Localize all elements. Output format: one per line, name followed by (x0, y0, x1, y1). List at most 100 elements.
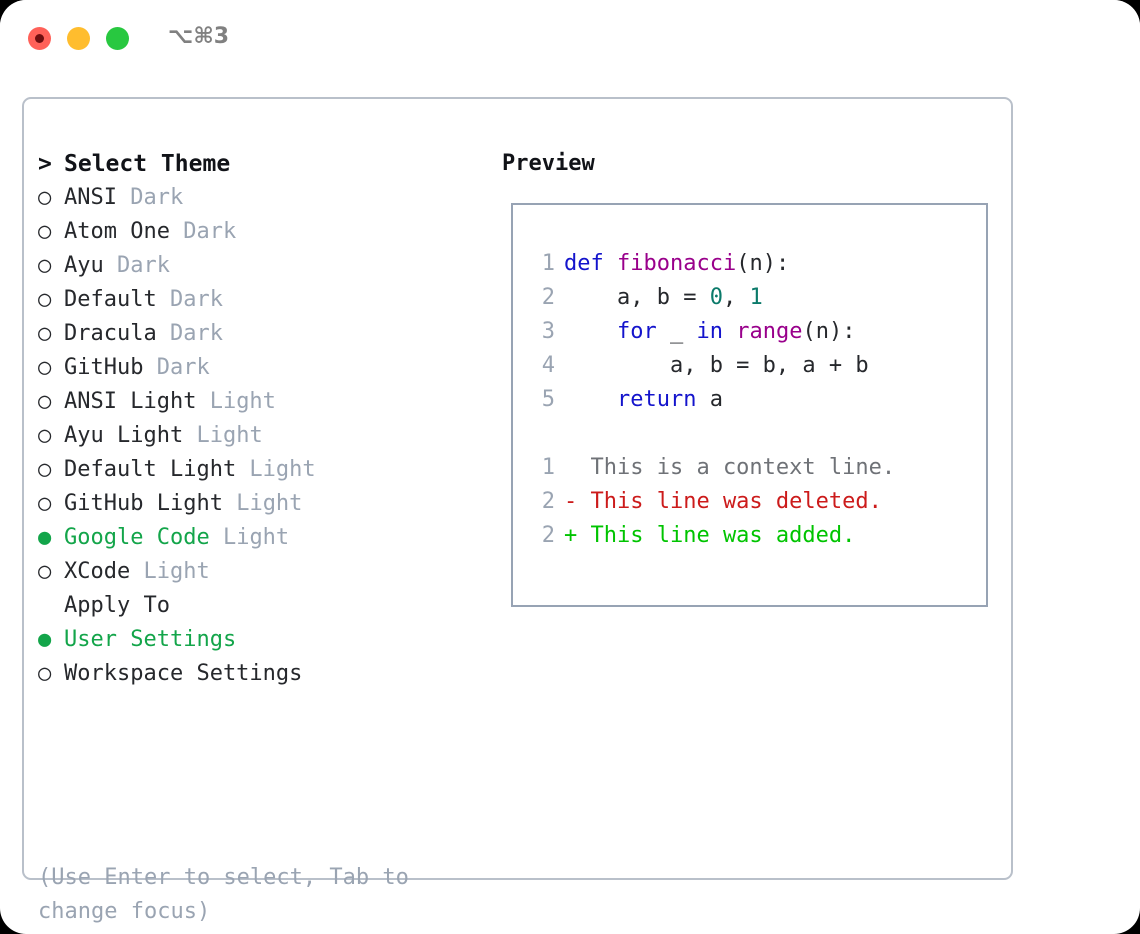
theme-list-item[interactable]: ○ Ayu Dark (38, 249, 478, 283)
code-token: (n): (802, 319, 856, 344)
minimize-window-button[interactable] (67, 27, 90, 50)
theme-variant-label: Light (183, 423, 263, 448)
code-line: 3 for _ in range(n): (529, 315, 978, 349)
theme-name-label: Ayu Light (64, 423, 184, 448)
code-token: (n): (736, 251, 790, 276)
theme-list-item[interactable]: ○Default Dark (38, 283, 478, 317)
line-number: 2 (541, 285, 555, 310)
theme-name-label: Default Light (64, 457, 237, 482)
line-number: 1 (541, 251, 555, 276)
apply-to-label: User Settings (64, 627, 237, 652)
theme-name-label: Atom One (64, 219, 170, 244)
code-token (564, 387, 617, 412)
line-number: 4 (541, 353, 555, 378)
line-number: 5 (541, 387, 555, 412)
theme-name-label: XCode (64, 559, 131, 584)
keyboard-hint-text: (Use Enter to select, Tab to change focu… (38, 865, 409, 924)
apply-to-list: ● User Settings ○Workspace Settings (38, 623, 478, 691)
theme-list-item[interactable]: ○XCode Light (38, 555, 478, 589)
diff-line: 2 - This line was deleted. (529, 485, 978, 519)
preview-title: Preview (502, 151, 595, 176)
theme-name-label: Google Code (64, 525, 210, 550)
theme-variant-label: Light (236, 457, 316, 482)
theme-list-item[interactable]: ○ GitHub Light Light (38, 487, 478, 521)
code-token (723, 319, 736, 344)
code-line: 2 a, b = 0, 1 (529, 281, 978, 315)
theme-name-label: Default (64, 287, 157, 312)
theme-list-item[interactable]: ○Dracula Dark (38, 317, 478, 351)
close-window-button[interactable] (28, 27, 51, 50)
diff-text: This is a context line. (564, 455, 896, 480)
theme-list-item[interactable]: ○GitHub Dark (38, 351, 478, 385)
radio-unselected-icon: ○ (38, 287, 52, 312)
radio-unselected-icon: ○ (38, 355, 52, 380)
line-number: 2 (541, 489, 555, 514)
radio-selected-icon: ● (38, 627, 52, 652)
prompt-caret-icon: > (38, 151, 52, 177)
line-number: 3 (541, 319, 555, 344)
theme-name-label: Dracula (64, 321, 157, 346)
code-diff-separator (529, 417, 978, 451)
code-line: 1 def fibonacci(n): (529, 247, 978, 281)
diff-line: 1 This is a context line. (529, 451, 978, 485)
apply-to-item[interactable]: ● User Settings (38, 623, 478, 657)
theme-list-header-label: Select Theme (64, 151, 231, 177)
theme-name-label: Ayu (64, 253, 104, 278)
theme-list-item[interactable]: ○ ANSI Light Light (38, 385, 478, 419)
code-token: fibonacci (616, 251, 737, 276)
apply-to-title: Apply To (38, 589, 478, 623)
diff-text: + This line was added. (564, 523, 856, 548)
theme-variant-label: Light (196, 389, 276, 414)
theme-list-item[interactable]: ○ANSI Dark (38, 181, 478, 215)
code-token: , (722, 285, 750, 310)
code-token: 0 (709, 285, 723, 310)
code-token: in (696, 319, 723, 344)
line-number: 2 (541, 523, 555, 548)
apply-to-item[interactable]: ○Workspace Settings (38, 657, 478, 691)
apply-to-label: Workspace Settings (64, 661, 303, 686)
apply-to-title-label: Apply To (64, 593, 170, 618)
code-token: for (616, 319, 657, 344)
code-line: 4 a, b = b, a + b (529, 349, 978, 383)
theme-selection-column: >Select Theme ○ANSI Dark○Atom One Dark○A… (38, 147, 478, 691)
radio-unselected-icon: ○ (38, 185, 52, 210)
theme-variant-label: Dark (143, 355, 210, 380)
radio-unselected-icon: ○ (38, 389, 52, 414)
code-token: _ (656, 319, 697, 344)
theme-variant-label: Dark (169, 219, 237, 244)
diff-text: - This line was deleted. (564, 489, 882, 514)
keyboard-shortcut-label: ⌥⌘3 (168, 24, 230, 49)
theme-list-item[interactable]: ○Ayu Light Light (38, 419, 478, 453)
blank-marker-icon (38, 589, 64, 623)
radio-unselected-icon: ○ (38, 491, 52, 516)
theme-name-label: ANSI (64, 185, 117, 210)
radio-unselected-icon: ○ (38, 219, 52, 244)
maximize-window-button[interactable] (106, 27, 129, 50)
line-number: 1 (541, 455, 555, 480)
content-panel: >Select Theme ○ANSI Dark○Atom One Dark○A… (22, 97, 1013, 924)
title-bar: ⌥⌘3 (0, 0, 1140, 78)
theme-list-item[interactable]: ○ Atom One Dark (38, 215, 478, 249)
radio-unselected-icon: ○ (38, 253, 52, 278)
code-token: a, b = (564, 285, 710, 310)
theme-variant-label: Dark (156, 321, 223, 346)
theme-name-label: ANSI Light (64, 389, 197, 414)
code-token: a (696, 387, 723, 412)
theme-list-header: > Select Theme (38, 147, 478, 181)
code-token: range (736, 319, 803, 344)
theme-list-item[interactable]: ●Google Code Light (38, 521, 478, 555)
code-token: 1 (749, 285, 763, 310)
theme-variant-label: Light (222, 491, 303, 516)
theme-variant-label: Dark (103, 253, 170, 278)
diff-line: 2 + This line was added. (529, 519, 978, 553)
radio-unselected-icon: ○ (38, 559, 52, 584)
theme-variant-label: Light (209, 525, 290, 550)
code-token: a, b = b, a + b (564, 353, 869, 378)
code-token: def (564, 251, 617, 276)
theme-name-label: GitHub Light (64, 491, 223, 516)
theme-list-item[interactable]: ○Default Light Light (38, 453, 478, 487)
